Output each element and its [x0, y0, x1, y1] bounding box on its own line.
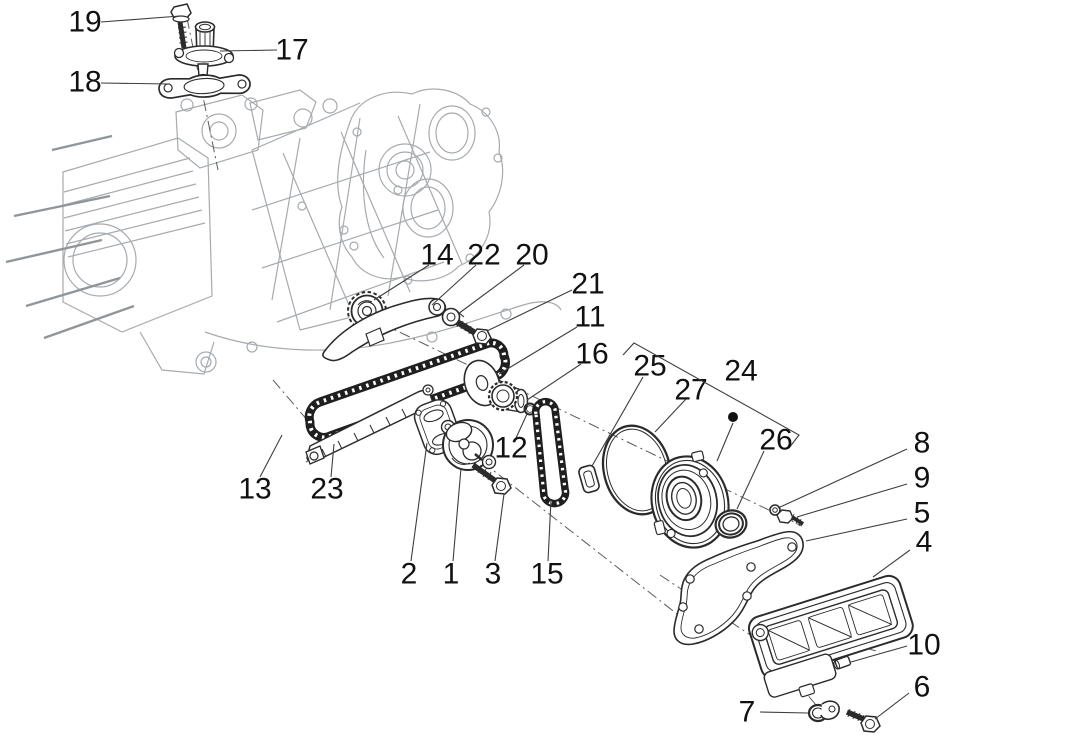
leader-line-16: [526, 363, 582, 401]
callout-24: 24: [724, 355, 757, 388]
part-10-dowel: [833, 655, 852, 670]
leader-line-21: [486, 289, 573, 332]
part-1-oil-pump: [440, 419, 497, 471]
callout-4: 4: [916, 526, 933, 559]
part-6-bolt: [845, 708, 881, 733]
callout-25: 25: [633, 350, 666, 383]
leader-line-17: [219, 49, 278, 52]
leader-line-3: [494, 493, 505, 562]
assembly-axes: [186, 17, 881, 706]
callout-23: 23: [310, 473, 343, 506]
callout-15: 15: [530, 558, 563, 591]
callout-5: 5: [914, 497, 931, 530]
engine-crankcase: [5, 88, 562, 375]
callout-11: 11: [574, 301, 605, 334]
part-21-bolt: [455, 318, 492, 345]
callout-2: 2: [401, 558, 418, 591]
part-3-bolt: [471, 461, 512, 495]
group-bracket-24: [622, 342, 800, 449]
leader-line-7: [759, 711, 809, 714]
leader-line-8: [777, 448, 908, 509]
part-26-seal: [714, 509, 748, 539]
part-24-pump-cover: [650, 450, 735, 549]
leader-line-22: [431, 264, 477, 306]
leader-line-27: [654, 398, 687, 433]
callout-7: 7: [739, 696, 756, 729]
leader-line-26: [736, 450, 765, 510]
leader-line-14: [373, 264, 430, 301]
part-7-clamp: [807, 700, 840, 723]
callout-27: 27: [674, 374, 707, 407]
leader-line-12: [515, 413, 528, 439]
part-25-pad: [578, 464, 600, 494]
leader-line-1: [452, 467, 462, 562]
leader-line-13: [259, 434, 283, 478]
part-19-bolt: [170, 3, 192, 49]
callout-6: 6: [914, 671, 931, 704]
part-9-screw: [776, 509, 805, 527]
callout-26: 26: [759, 424, 792, 457]
leader-line-10: [850, 645, 908, 663]
callout-8: 8: [914, 427, 931, 460]
leader-line-20: [457, 264, 525, 315]
callout-17: 17: [275, 34, 308, 67]
callout-13: 13: [238, 473, 271, 506]
callout-3: 3: [485, 558, 502, 591]
leader-line-4: [872, 549, 911, 578]
part-17-chain-tensioner: [173, 21, 235, 88]
callout-9: 9: [914, 462, 931, 495]
part-8-washer: [769, 504, 781, 516]
leader-line-23: [330, 443, 335, 478]
leader-line-18: [100, 82, 171, 85]
callout-21: 21: [571, 268, 604, 301]
callout-19: 19: [68, 6, 101, 39]
callout-18: 18: [68, 66, 101, 99]
leader-line-6: [874, 692, 910, 720]
callout-22: 22: [467, 239, 500, 272]
part-4-oil-sump: [747, 574, 914, 698]
callout-12: 12: [494, 432, 527, 465]
leader-line-11: [498, 326, 578, 375]
callout-1: 1: [443, 558, 460, 591]
callout-20: 20: [515, 239, 548, 272]
callout-10: 10: [907, 629, 940, 662]
part-15-pump-chain: [531, 397, 570, 508]
part-22-tensioner-guide: [322, 297, 447, 362]
leader-line-9: [796, 483, 908, 518]
leader-line-24: [716, 422, 734, 462]
part-18-gasket: [158, 74, 251, 99]
leader-line-15: [547, 499, 552, 562]
callout-16: 16: [575, 338, 608, 371]
cylinder-studs: [5, 134, 135, 340]
leader-line-25: [591, 376, 644, 467]
leader-dot-24: [728, 412, 738, 422]
leader-line-19: [100, 15, 181, 23]
part-20-bushing: [441, 307, 465, 327]
leader-line-5: [805, 518, 908, 542]
callout-14: 14: [420, 239, 453, 272]
leader-line-2: [410, 442, 428, 562]
part-16-pump-sprocket: [487, 380, 529, 414]
part-5-sump-gasket: [673, 530, 804, 646]
